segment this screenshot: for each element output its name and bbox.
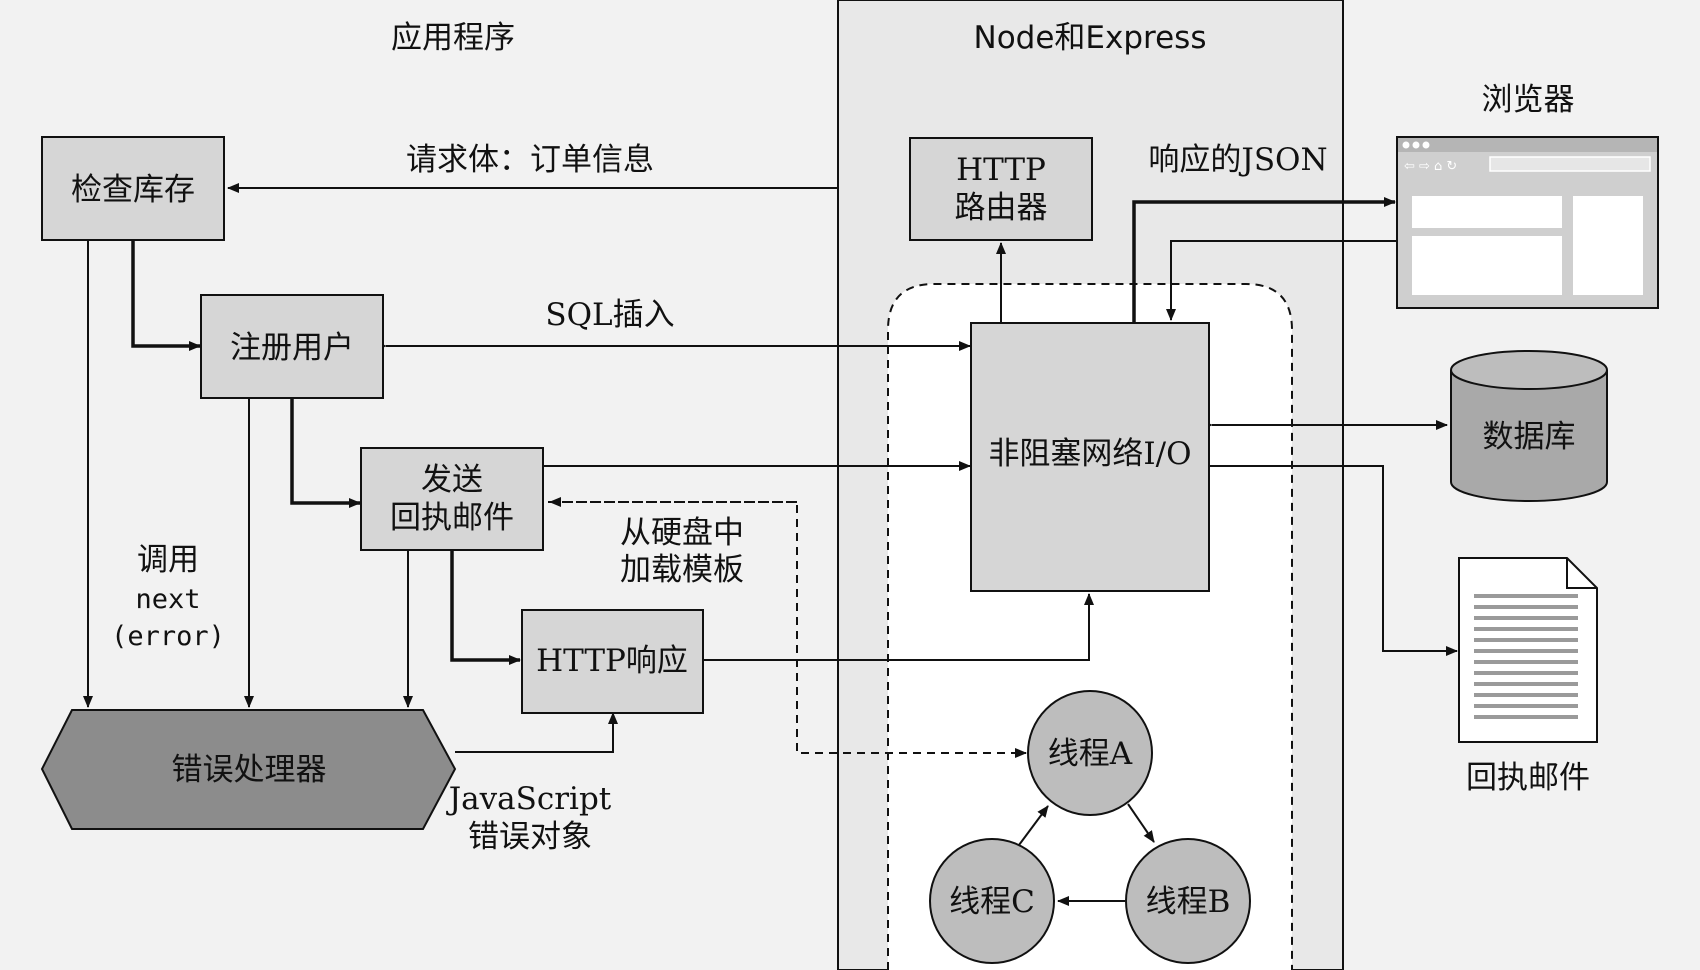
- register-user-box: 注册用户: [200, 294, 384, 399]
- response-to-io-arrow: [703, 593, 1094, 661]
- js-error-label-line1: JavaScript: [446, 781, 612, 817]
- thread-c-to-a-arrow: [1018, 805, 1049, 846]
- call-label: 调用: [137, 542, 199, 578]
- nonblocking-io-label: 非阻塞网络I/O: [988, 436, 1191, 472]
- http-response-box: HTTP响应: [521, 609, 704, 714]
- flow-arrow-inventory-register: [131, 241, 201, 351]
- register-user-label: 注册用户: [230, 330, 354, 366]
- thread-a: 线程A: [1027, 690, 1153, 816]
- http-router-label-line2: 路由器: [955, 190, 1048, 226]
- thread-a-to-b-arrow: [1127, 803, 1155, 843]
- http-response-label: HTTP响应: [536, 643, 688, 679]
- js-error-label-line2: 错误对象: [468, 819, 592, 855]
- request-body-label: 请求体：订单信息: [406, 142, 654, 178]
- thread-c: 线程C: [929, 838, 1055, 964]
- receipt-email-document-icon: [1458, 557, 1598, 743]
- browser-title: 浏览器: [1482, 82, 1575, 118]
- database-icon: 数据库: [1450, 350, 1608, 502]
- sql-insert-label: SQL插入: [545, 297, 674, 333]
- load-template-label-line2: 加载模板: [620, 552, 744, 588]
- send-receipt-label-line2: 回执邮件: [390, 500, 514, 536]
- response-json-label: 响应的JSON: [1148, 142, 1327, 178]
- browser-nav-arrows-icon: ⇦ ⇨ ⌂ ↻: [1404, 159, 1457, 174]
- browser-window-icon: ⇦ ⇨ ⌂ ↻: [1396, 136, 1659, 309]
- js-error-arrow: [455, 712, 618, 753]
- thread-b-label: 线程B: [1146, 884, 1231, 920]
- node-section-title: Node和Express: [974, 20, 1207, 56]
- http-router-label-line1: HTTP: [956, 152, 1046, 188]
- check-inventory-label: 检查库存: [71, 172, 195, 208]
- error-arg-label: (error): [111, 621, 225, 652]
- receipt-email-label: 回执邮件: [1466, 760, 1590, 796]
- json-response-arrow: [1132, 197, 1396, 322]
- send-receipt-box: 发送 回执邮件: [360, 447, 544, 551]
- app-section-title: 应用程序: [391, 20, 515, 56]
- flow-arrow-register-send: [290, 398, 361, 508]
- error-handler-label: 错误处理器: [172, 752, 327, 788]
- http-router-box: HTTP 路由器: [909, 137, 1093, 241]
- send-receipt-label-line1: 发送: [421, 462, 483, 498]
- thread-c-label: 线程C: [949, 884, 1035, 920]
- thread-a-label: 线程A: [1048, 736, 1133, 772]
- database-label: 数据库: [1483, 419, 1576, 455]
- next-label: next: [135, 584, 200, 615]
- browser-request-arrow: [1166, 240, 1397, 321]
- email-output-arrow: [1210, 465, 1458, 656]
- error-handler-hexagon: 错误处理器: [40, 709, 457, 830]
- thread-b: 线程B: [1125, 838, 1251, 964]
- check-inventory-box: 检查库存: [41, 136, 225, 241]
- flow-arrow-send-response: [450, 549, 521, 665]
- load-template-label-line1: 从硬盘中: [620, 515, 744, 551]
- nonblocking-io-box: 非阻塞网络I/O: [970, 322, 1210, 592]
